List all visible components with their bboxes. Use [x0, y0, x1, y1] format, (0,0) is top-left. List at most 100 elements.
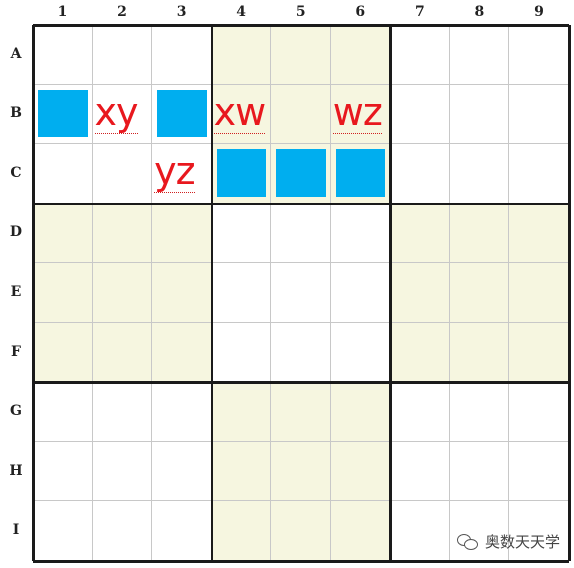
cell-B5[interactable] — [271, 84, 331, 145]
cell-H7[interactable] — [390, 441, 450, 502]
cell-F2[interactable] — [92, 322, 153, 383]
cell-A6[interactable] — [330, 25, 391, 85]
row-label: E — [10, 284, 22, 300]
cell-A5[interactable] — [271, 25, 331, 85]
cell-I4[interactable] — [211, 501, 272, 561]
cell-A7[interactable] — [390, 25, 450, 85]
box-divider-horizontal — [33, 24, 569, 27]
cell-G7[interactable] — [390, 382, 450, 442]
cell-B4[interactable] — [211, 84, 272, 145]
cell-C8[interactable] — [449, 144, 510, 204]
cell-H5[interactable] — [271, 441, 331, 502]
cell-C2[interactable] — [92, 144, 153, 204]
cell-A8[interactable] — [449, 25, 510, 85]
highlight-marker-C5 — [276, 149, 326, 197]
cell-E8[interactable] — [449, 263, 510, 323]
cell-G5[interactable] — [271, 382, 331, 442]
cell-F7[interactable] — [390, 322, 450, 383]
cell-D5[interactable] — [271, 203, 331, 264]
column-label: 4 — [236, 4, 247, 20]
cell-E6[interactable] — [330, 263, 391, 323]
cell-I6[interactable] — [330, 501, 391, 561]
cell-F3[interactable] — [152, 322, 212, 383]
watermark: 奥数天天学 — [456, 531, 560, 552]
cell-A2[interactable] — [92, 25, 153, 85]
cell-E7[interactable] — [390, 263, 450, 323]
cell-G4[interactable] — [211, 382, 272, 442]
cell-A3[interactable] — [152, 25, 212, 85]
cell-D3[interactable] — [152, 203, 212, 264]
cell-I5[interactable] — [271, 501, 331, 561]
cell-H8[interactable] — [449, 441, 510, 502]
cell-G9[interactable] — [509, 382, 569, 442]
candidate-note-B2: xy — [94, 89, 139, 134]
cell-D1[interactable] — [33, 203, 93, 264]
cell-I3[interactable] — [152, 501, 212, 561]
cell-C1[interactable] — [33, 144, 93, 204]
cell-I1[interactable] — [33, 501, 93, 561]
cell-D7[interactable] — [390, 203, 450, 264]
row-label: C — [10, 164, 22, 181]
cell-E2[interactable] — [92, 263, 153, 323]
cell-G8[interactable] — [449, 382, 510, 442]
row-label: D — [9, 224, 23, 241]
cell-G6[interactable] — [330, 382, 391, 442]
cell-D6[interactable] — [330, 203, 391, 264]
candidate-note-C3: yz — [154, 149, 196, 194]
cell-D2[interactable] — [92, 203, 153, 264]
cell-E9[interactable] — [509, 263, 569, 323]
cell-G2[interactable] — [92, 382, 153, 442]
box-divider-vertical — [210, 25, 214, 561]
cell-D9[interactable] — [509, 203, 569, 264]
cell-E4[interactable] — [211, 263, 272, 323]
highlight-marker-C4 — [216, 149, 267, 197]
cell-F1[interactable] — [33, 322, 93, 383]
cell-B1[interactable] — [33, 84, 93, 145]
highlight-marker-B3 — [157, 89, 207, 138]
cell-H2[interactable] — [92, 441, 153, 502]
highlight-marker-B1 — [38, 89, 88, 138]
cell-B2[interactable] — [92, 84, 153, 145]
box-divider-vertical — [568, 25, 571, 561]
cell-H3[interactable] — [152, 441, 212, 502]
row-label: A — [10, 45, 22, 62]
column-label: 1 — [57, 4, 68, 20]
cell-C7[interactable] — [390, 144, 450, 204]
box-divider-horizontal — [33, 560, 569, 563]
cell-F5[interactable] — [271, 322, 331, 383]
cell-F9[interactable] — [509, 322, 569, 383]
cell-D4[interactable] — [211, 203, 272, 264]
cell-H4[interactable] — [211, 441, 272, 502]
cell-A9[interactable] — [509, 25, 569, 85]
cell-A1[interactable] — [33, 25, 93, 85]
cell-I2[interactable] — [92, 501, 153, 561]
cell-A4[interactable] — [211, 25, 272, 85]
box-divider-vertical — [32, 25, 35, 561]
cell-F8[interactable] — [449, 322, 510, 383]
column-label: 5 — [295, 4, 306, 20]
cell-B9[interactable] — [509, 84, 569, 145]
cell-D8[interactable] — [449, 203, 510, 264]
cell-E5[interactable] — [271, 263, 331, 323]
row-label: I — [12, 522, 20, 539]
column-label: 8 — [474, 4, 485, 20]
highlight-marker-C6 — [335, 149, 386, 197]
box-divider-horizontal — [33, 202, 569, 206]
cell-I7[interactable] — [390, 501, 450, 561]
cell-H1[interactable] — [33, 441, 93, 502]
cell-F4[interactable] — [211, 322, 272, 383]
cell-E3[interactable] — [152, 263, 212, 323]
cell-H6[interactable] — [330, 441, 391, 502]
cell-C9[interactable] — [509, 144, 569, 204]
cell-B8[interactable] — [449, 84, 510, 145]
cell-E1[interactable] — [33, 263, 93, 323]
candidate-note-B4: xw — [213, 89, 266, 134]
cell-H9[interactable] — [509, 441, 569, 502]
cell-G3[interactable] — [152, 382, 212, 442]
watermark-text: 奥数天天学 — [484, 533, 560, 551]
column-label: 2 — [117, 4, 127, 20]
cell-F6[interactable] — [330, 322, 391, 383]
cell-G1[interactable] — [33, 382, 93, 442]
cell-B7[interactable] — [390, 84, 450, 145]
